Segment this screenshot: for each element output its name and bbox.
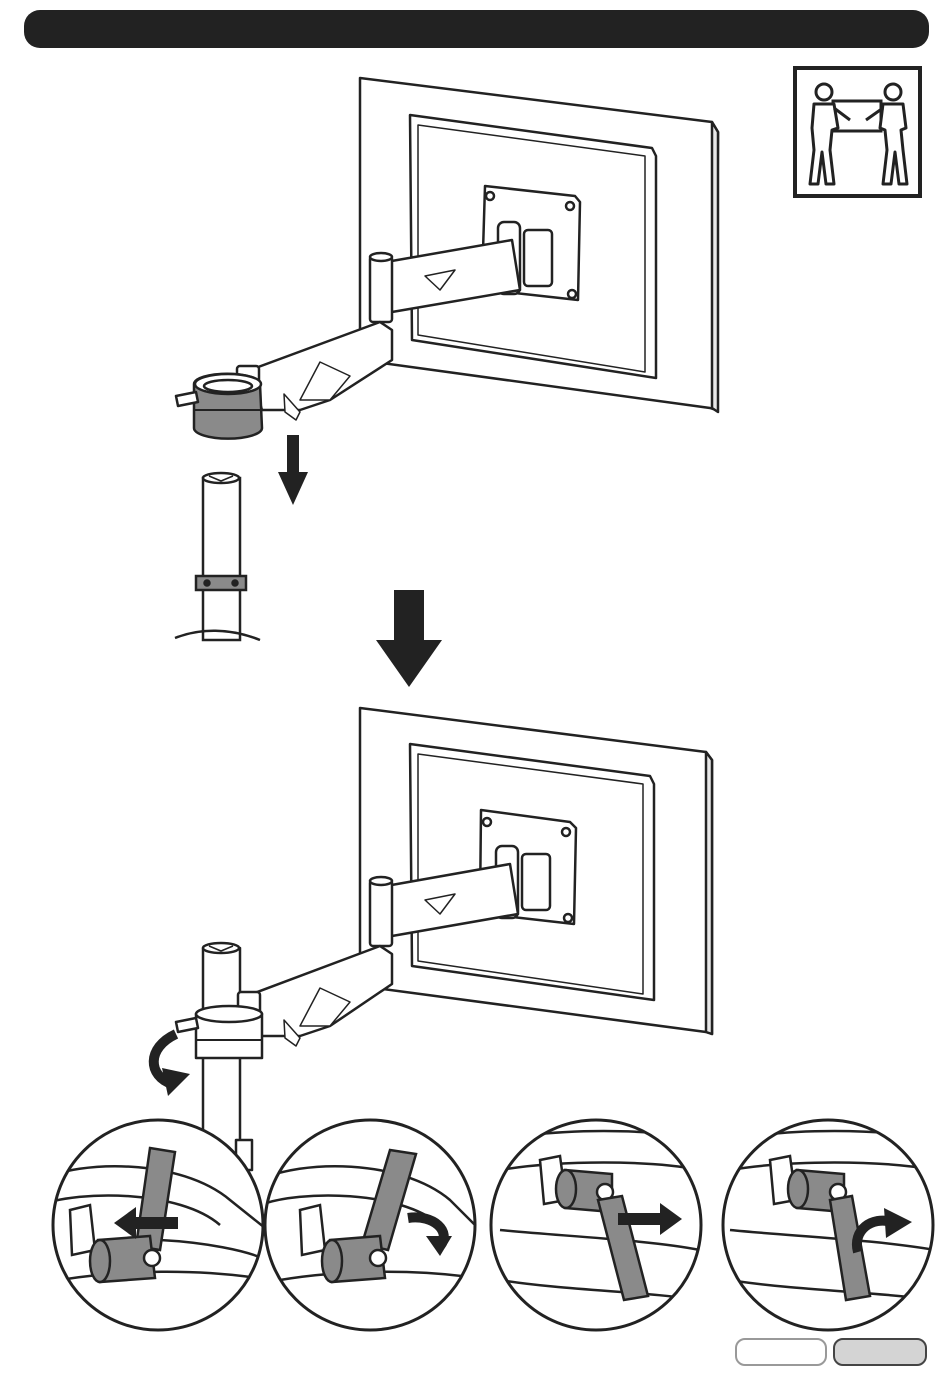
lever-detail-4 <box>723 1120 935 1330</box>
two-person-lift-icon <box>795 68 920 196</box>
arrow-down-icon <box>278 435 308 505</box>
page-tab-left[interactable] <box>735 1338 827 1366</box>
assembled-mount <box>176 708 712 1170</box>
rotate-arrow-icon <box>154 1034 190 1096</box>
arrow-down-icon <box>376 590 442 687</box>
lever-detail-3 <box>491 1120 701 1330</box>
lower-arm-onto-pole <box>176 78 718 439</box>
lever-detail-2 <box>260 1120 490 1330</box>
page-tab-right[interactable] <box>833 1338 927 1366</box>
pole <box>175 473 260 640</box>
